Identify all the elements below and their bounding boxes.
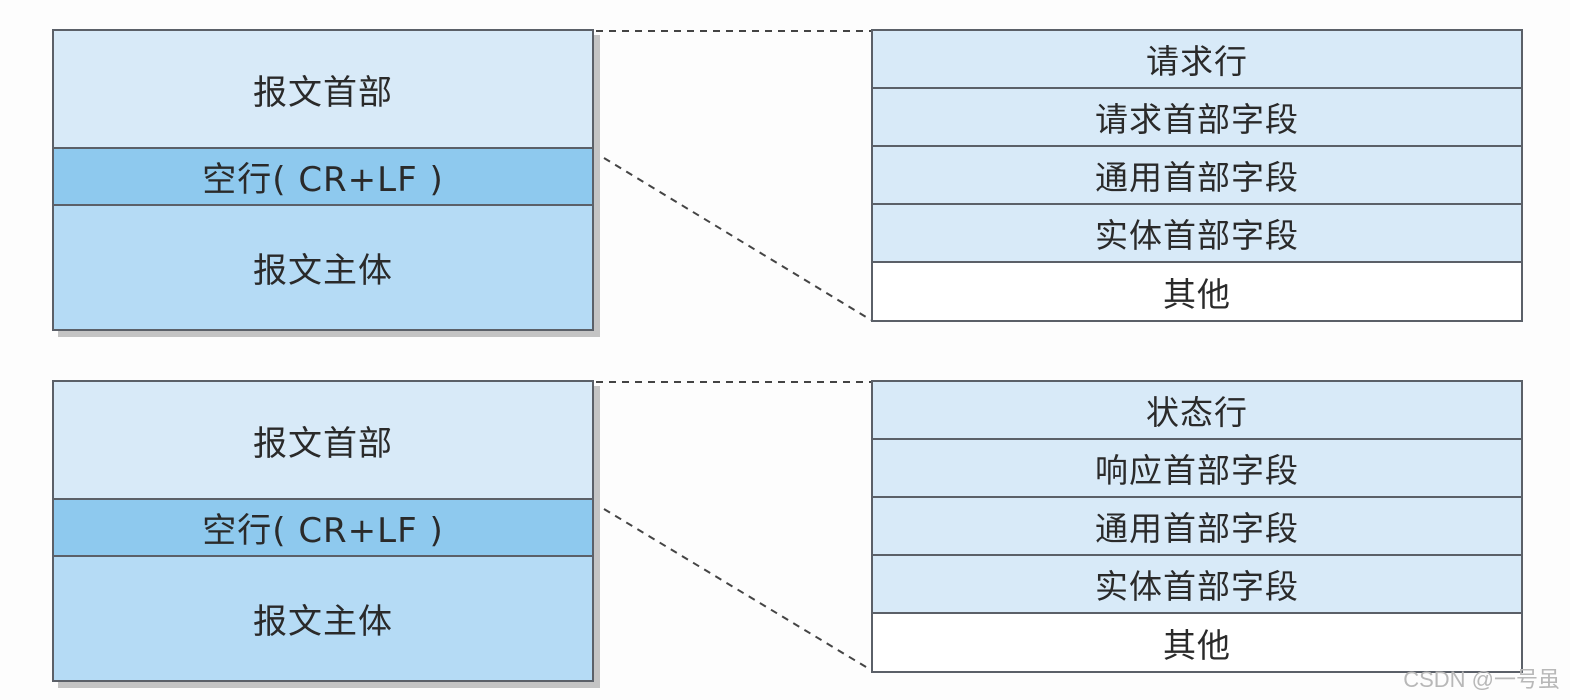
field-general-headers: 通用首部字段 (873, 147, 1521, 205)
blank-line: 空行( CR+LF ) (54, 500, 592, 557)
response-message-box: 报文首部 空行( CR+LF ) 报文主体 (52, 380, 594, 682)
message-header: 报文首部 (54, 382, 592, 500)
field-entity-headers: 实体首部字段 (873, 205, 1521, 263)
message-body: 报文主体 (54, 206, 592, 329)
blank-line: 空行( CR+LF ) (54, 149, 592, 206)
field-other: 其他 (873, 263, 1521, 320)
message-body: 报文主体 (54, 557, 592, 680)
message-header: 报文首部 (54, 31, 592, 149)
field-request-line: 请求行 (873, 31, 1521, 89)
field-entity-headers: 实体首部字段 (873, 556, 1521, 614)
bottom-connector-lower (603, 508, 872, 671)
field-response-headers: 响应首部字段 (873, 440, 1521, 498)
response-header-fields: 状态行 响应首部字段 通用首部字段 实体首部字段 其他 (871, 380, 1523, 673)
request-header-fields: 请求行 请求首部字段 通用首部字段 实体首部字段 其他 (871, 29, 1523, 322)
watermark: CSDN @一号虽 (1403, 667, 1560, 692)
request-message-box: 报文首部 空行( CR+LF ) 报文主体 (52, 29, 594, 331)
field-request-headers: 请求首部字段 (873, 89, 1521, 147)
top-connector-lower (603, 157, 872, 321)
field-general-headers: 通用首部字段 (873, 498, 1521, 556)
field-other: 其他 (873, 614, 1521, 671)
field-status-line: 状态行 (873, 382, 1521, 440)
